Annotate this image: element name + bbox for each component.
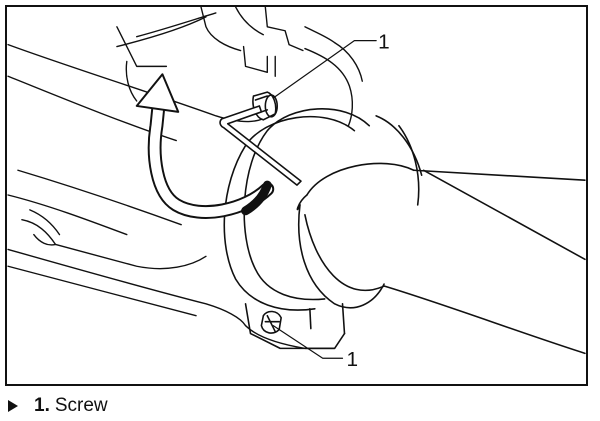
- legend-item-number: 1.: [34, 395, 50, 416]
- blower-pipe: [296, 162, 586, 355]
- callout-number-upper: 1: [378, 31, 390, 54]
- callout-number-lower: 1: [346, 348, 358, 371]
- leader-line-lower: [272, 325, 344, 359]
- upper-screw: [252, 91, 278, 121]
- tool-housing: [7, 7, 363, 350]
- hex-key: [219, 105, 302, 186]
- legend-pointer-icon: [8, 400, 18, 412]
- callout-leader-lines: [272, 40, 377, 359]
- lower-screw: [260, 310, 282, 334]
- leader-line-upper: [272, 40, 377, 99]
- rotation-arrow-icon: [135, 73, 275, 219]
- legend-item-label: Screw: [54, 395, 108, 416]
- illustration-frame: 1 1: [5, 5, 588, 386]
- tool-illustration: 1 1: [7, 7, 586, 371]
- figure-legend: 1. Screw: [6, 394, 108, 418]
